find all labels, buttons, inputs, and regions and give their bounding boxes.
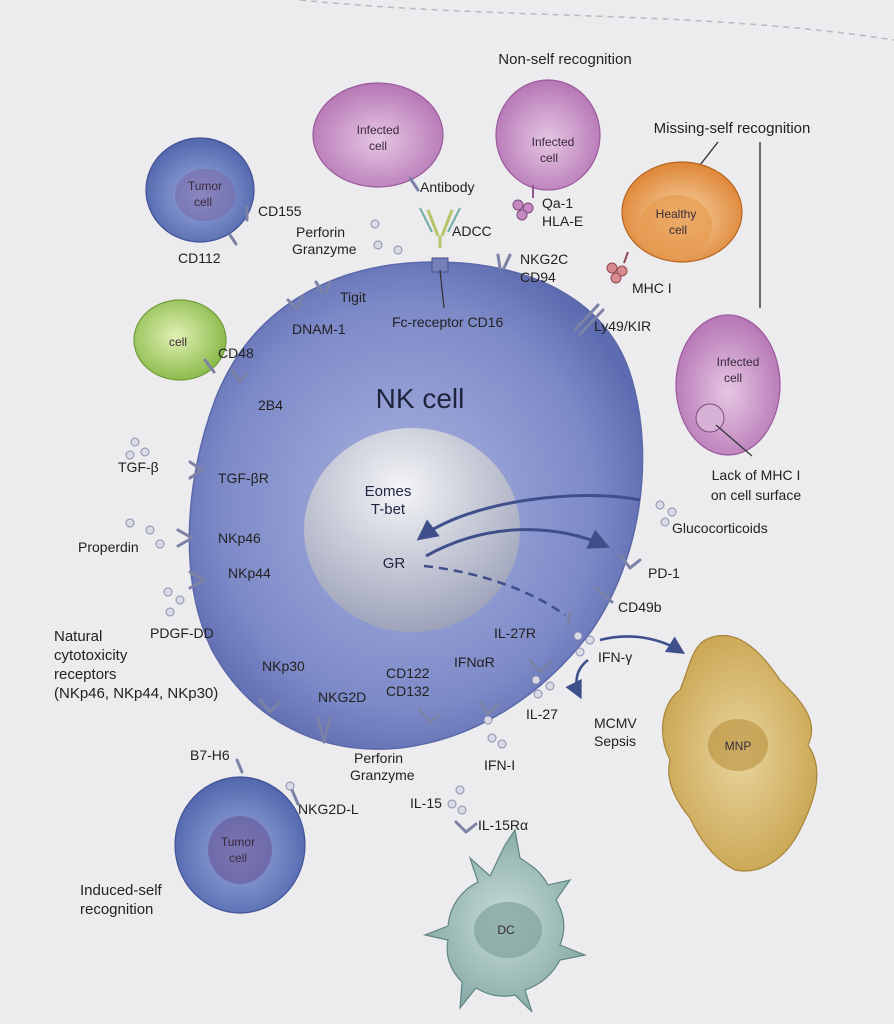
gr-to-pd1-arrow: [425, 528, 610, 558]
ifn-gamma-arrow: [599, 635, 686, 654]
label-il27r: IL-27R: [494, 625, 536, 641]
mhc-i-marker-icon: [606, 251, 629, 284]
label-ifng: IFN-γ: [598, 649, 632, 665]
tumor-cell-bottom-label-2: cell: [229, 851, 247, 865]
mnp-nucleus: [708, 719, 768, 771]
label-ifnar: IFNαR: [454, 654, 495, 670]
missing-self-pointer: [699, 141, 719, 166]
label-nkp30: NKp30: [262, 658, 305, 674]
label-sepsis: Sepsis: [594, 733, 636, 749]
lack-mhc-pointer: [715, 424, 753, 457]
label-mcmv: MCMV: [594, 715, 637, 731]
label-nkg2d: NKG2D: [318, 689, 366, 705]
tumor-cell-bottom-label-1: Tumor: [221, 835, 255, 849]
tumor-cell-top-label-1: Tumor: [188, 179, 222, 193]
receptor-marks: [176, 176, 642, 834]
infected-cell-middle: [495, 79, 601, 191]
healthy-cell-nucleus: [640, 195, 712, 255]
healthy-cell-label-2: cell: [669, 223, 687, 237]
ncr-heading-3: receptors: [54, 666, 117, 683]
healthy-cell-label-1: Healthy: [656, 207, 697, 221]
label-pd1: PD-1: [648, 565, 680, 581]
infected-cell-right-label-2: cell: [724, 371, 742, 385]
nk-cell-title: NK cell: [376, 383, 465, 414]
induced-self-heading-1: Induced-self: [80, 882, 163, 899]
infected-cell-right-label-1: Infected: [717, 355, 760, 369]
label-ifn1: IFN-I: [484, 757, 515, 773]
heading-non-self: Non-self recognition: [498, 51, 631, 68]
label-tgfbr: TGF-βR: [218, 470, 269, 486]
induced-self-heading-2: recognition: [80, 901, 153, 918]
label-perforin-bottom: Perforin: [354, 750, 403, 766]
label-cd94: CD94: [520, 269, 556, 285]
mnp-label: MNP: [725, 739, 752, 753]
label-granzyme-bottom: Granzyme: [350, 767, 415, 783]
tumor-cell-top-nucleus: [175, 169, 235, 221]
virus-particle-icon: [695, 403, 725, 433]
dc-nucleus: [474, 902, 542, 958]
label-hlae: HLA-E: [542, 213, 583, 229]
lack-mhc-label-1: Lack of MHC I: [712, 467, 801, 483]
label-tgfb: TGF-β: [118, 459, 159, 475]
nucleus-label-eomes: Eomes: [365, 483, 412, 500]
label-pdgfdd: PDGF-DD: [150, 625, 214, 641]
label-antibody: Antibody: [420, 179, 474, 195]
lack-mhc-label-2: on cell surface: [711, 487, 801, 503]
ncr-heading-4: (NKp46, NKp44, NKp30): [54, 685, 218, 702]
glucocorticoid-arrow: [416, 494, 641, 541]
label-properdin: Properdin: [78, 539, 139, 555]
nucleus-label-tbet: T-bet: [371, 501, 406, 518]
infected-cell-left: [312, 82, 444, 188]
label-nkp44: NKp44: [228, 565, 271, 581]
label-qa1: Qa-1: [542, 195, 573, 211]
nk-nucleus: [304, 428, 520, 632]
label-dnam1: DNAM-1: [292, 321, 346, 337]
ncr-heading-1: Natural: [54, 628, 102, 645]
label-cd132: CD132: [386, 683, 430, 699]
label-il15ra: IL-15Rα: [478, 817, 528, 833]
gr-dashed-line: [423, 564, 566, 617]
infected-cell-middle-label-2: cell: [540, 151, 558, 165]
mcmv-arrow: [565, 658, 589, 700]
label-granzyme-top: Granzyme: [292, 241, 357, 257]
label-2b4: 2B4: [258, 397, 283, 413]
label-cd49b: CD49b: [618, 599, 662, 615]
label-nkp46: NKp46: [218, 530, 261, 546]
mhc-marker-icon: [512, 185, 534, 221]
ncr-heading-2: cytotoxicity: [54, 647, 128, 664]
label-tigit: Tigit: [340, 289, 366, 305]
infected-cell-left-label-1: Infected: [357, 123, 400, 137]
label-il27: IL-27: [526, 706, 558, 722]
label-mhc1: MHC I: [632, 280, 672, 296]
label-fc-receptor: Fc-receptor CD16: [392, 314, 503, 330]
infected-cell-middle-label-1: Infected: [532, 135, 575, 149]
cytokine-dots: [125, 219, 677, 815]
label-perforin-top: Perforin: [296, 224, 345, 240]
tumor-cell-top-label-2: cell: [194, 195, 212, 209]
tumor-cell-bottom-nucleus: [208, 816, 272, 884]
dc-label: DC: [497, 923, 515, 937]
label-nkg2c: NKG2C: [520, 251, 568, 267]
label-glucocorticoids: Glucocorticoids: [672, 520, 768, 536]
label-cd48: CD48: [218, 345, 254, 361]
label-il15: IL-15: [410, 795, 442, 811]
label-b7h6: B7-H6: [190, 747, 230, 763]
label-ly49: Ly49/KIR: [594, 318, 651, 334]
label-cd112: CD112: [178, 250, 221, 266]
page-edge-dash: [299, 0, 894, 41]
infected-cell-left-label-2: cell: [369, 139, 387, 153]
green-cell-label: cell: [169, 335, 187, 349]
label-nkg2dl: NKG2D-L: [298, 801, 359, 817]
heading-missing-self: Missing-self recognition: [654, 120, 811, 137]
label-cd122: CD122: [386, 665, 430, 681]
gr-label: GR: [383, 555, 406, 572]
label-adcc: ADCC: [452, 223, 492, 239]
green-cell: [133, 299, 227, 381]
infected-cell-right: [675, 314, 781, 456]
label-cd155: CD155: [258, 203, 302, 219]
